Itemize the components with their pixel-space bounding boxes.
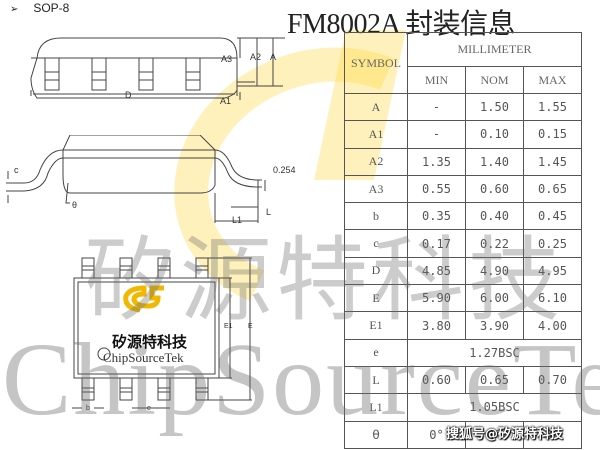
row-nom: 3.90 [465,311,524,340]
row-symbol: E1 [344,311,408,340]
row-min: - [407,120,466,149]
row-nom: 0.65 [465,365,524,395]
symbol-header: SYMBOL [344,32,408,94]
row-max: 0.45 [523,202,582,231]
chip-logo-icon [123,285,164,313]
row-symbol: L1 [344,393,408,422]
chip-logo-cn: 矽源特科技 [112,333,188,351]
row-symbol: E [344,284,408,313]
unit-header: MILLIMETER [407,32,582,67]
dim-E: E [248,323,253,330]
row-nom: 4° [465,420,524,449]
row-symbol: L [344,365,408,395]
row-span-value: 1.05BSC [407,393,582,422]
row-min: 0.60 [407,365,466,395]
chip-logo-en: ChipSourceTek [103,350,184,365]
row-symbol: θ [344,420,408,449]
side-view-drawing: D A3 A2 A A1 [30,37,285,106]
dim-E1: E1 [224,323,233,330]
row-max: 0.25 [523,229,582,258]
row-max: 0.15 [523,120,582,149]
dim-A: A [270,52,276,62]
row-min: - [407,92,466,122]
bullet-arrow-icon: ➢ [10,4,19,15]
row-min: 1.35 [407,147,466,176]
top-view-drawing: E1 E b e [72,257,253,412]
row-max: 4.00 [523,311,582,340]
row-max: 1.45 [523,147,582,176]
package-label: ➢ SOP-8 [10,1,69,15]
row-min: 0.55 [407,174,466,204]
dim-D: D [125,90,132,100]
row-max: 1.55 [523,92,582,122]
row-nom: 4.90 [465,256,524,286]
row-symbol: A2 [344,147,408,176]
dim-theta: θ [72,200,77,210]
row-max: 8° [523,420,582,449]
row-min: 5.90 [407,284,466,313]
row-symbol: D [344,256,408,286]
dim-A3: A3 [221,54,232,64]
dim-e: e [147,405,151,412]
row-nom: 0.22 [465,229,524,258]
dim-A2: A2 [250,52,261,62]
row-symbol: A [344,92,408,122]
row-nom: 0.40 [465,202,524,231]
row-min: 0.35 [407,202,466,231]
dim-L1: L1 [232,215,242,225]
row-min: 0° [407,420,466,449]
row-min: 4.85 [407,256,466,286]
row-symbol: b [344,202,408,231]
row-nom: 0.60 [465,174,524,204]
dim-A1: A1 [220,96,231,106]
col-max-header: MAX [523,66,582,94]
dim-b: b [86,405,90,412]
row-symbol: c [344,229,408,258]
row-symbol: A1 [344,120,408,149]
row-symbol: A3 [344,174,408,204]
row-max: 0.65 [523,174,582,204]
row-max: 4.95 [523,256,582,286]
row-nom: 1.50 [465,92,524,122]
package-name: SOP-8 [33,1,70,15]
row-nom: 0.10 [465,120,524,149]
row-max: 6.10 [523,284,582,313]
row-span-value: 1.27BSC [407,338,582,367]
dim-c: c [14,165,19,175]
dim-gauge: 0.254 [273,165,296,175]
col-nom-header: NOM [465,66,524,94]
row-max: 0.70 [523,365,582,395]
source-tag: 搜狐号@矽源特科技 [446,427,564,442]
dim-L: L [266,207,271,217]
row-min: 3.80 [407,311,466,340]
row-nom: 1.40 [465,147,524,176]
lead-profile-drawing: c θ 0.254 L L1 [6,135,296,225]
row-nom: 6.00 [465,284,524,313]
row-min: 0.17 [407,229,466,258]
col-min-header: MIN [407,66,466,94]
row-symbol: e [344,338,408,367]
